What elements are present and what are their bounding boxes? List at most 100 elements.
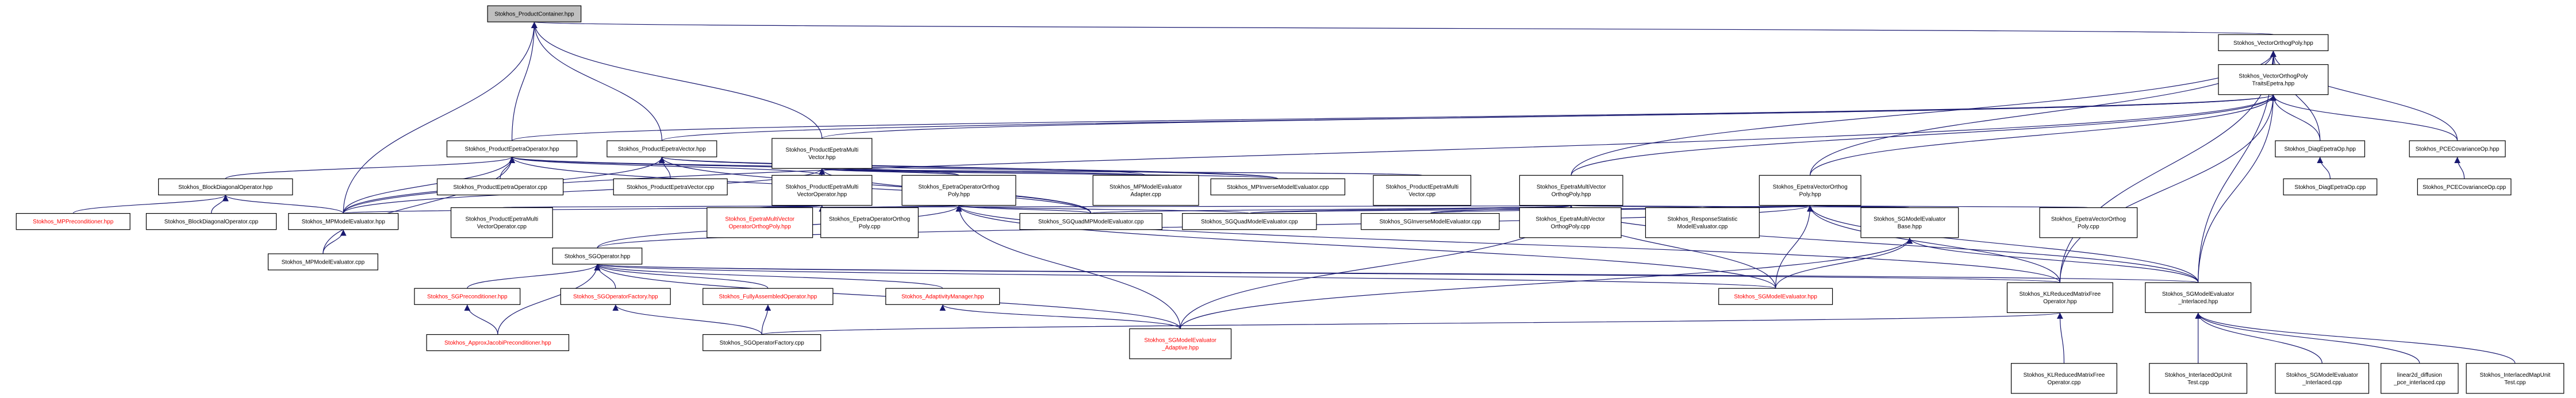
node-peop-box (446, 140, 578, 157)
node-sgmei[interactable]: Stokhos_SGModelEvaluator_Interlaced.hpp (2145, 282, 2252, 313)
node-bdocpp[interactable]: Stokhos_BlockDiagonalOperator.cpp (145, 213, 277, 230)
edge-bdo-to-mpprec (72, 194, 229, 214)
node-sgopf-label-line-0: Stokhos_SGOperatorFactory.hpp (573, 294, 658, 300)
node-evopcpp-label-line-0: Stokhos_EpetraVectorOrthog (2051, 217, 2126, 223)
edge-peop-to-mpme (343, 157, 515, 214)
edge-bdo-to-mpme (222, 194, 344, 214)
node-fao-label-line-0: Stokhos_FullyAssembledOperator.hpp (719, 294, 817, 300)
nodes-layer: Stokhos_ProductContainer.hppStokhos_Vect… (16, 5, 2565, 394)
edge-pemvo-to-mpme (343, 204, 824, 214)
edge-klr-to-klrcpp (2056, 312, 2065, 364)
node-emvop-box (1519, 175, 1623, 206)
node-sgopf[interactable]: Stokhos_SGOperatorFactory.hpp (560, 288, 671, 305)
node-klrcpp-box (2010, 363, 2117, 394)
node-mpme-label-line-0: Stokhos_MPModelEvaluator.hpp (302, 219, 386, 225)
node-sgmeicpp-label-line-1: _Interlaced.cpp (2302, 380, 2342, 386)
node-rsme[interactable]: Stokhos_ResponseStatisticModelEvaluator.… (1645, 207, 1760, 238)
node-vop[interactable]: Stokhos_VectorOrthogPoly.hpp (2218, 34, 2329, 51)
node-peop-label-line-0: Stokhos_ProductEpetraOperator.hpp (465, 146, 559, 153)
node-evop-label-line-0: Stokhos_EpetraVectorOrthog (1773, 184, 1848, 190)
node-klrcpp-label-line-1: Operator.cpp (2048, 380, 2081, 386)
node-sgmea-box (1129, 328, 1232, 360)
node-sgmeicpp[interactable]: Stokhos_SGModelEvaluator_Interlaced.cpp (2275, 363, 2370, 394)
node-vop-label-line-0: Stokhos_VectorOrthogPoly.hpp (2233, 40, 2313, 47)
node-pcecov[interactable]: Stokhos_PCECovarianceOp.hpp (2409, 140, 2506, 157)
edge-peop-to-bdo (225, 156, 515, 179)
node-sgop[interactable]: Stokhos_SGOperator.hpp (552, 248, 643, 265)
node-mpmecpp[interactable]: Stokhos_MPModelEvaluator.cpp (267, 253, 378, 271)
node-pcecov-box (2409, 140, 2506, 157)
node-peop[interactable]: Stokhos_ProductEpetraOperator.hpp (446, 140, 578, 157)
node-pemvocpp[interactable]: Stokhos_ProductEpetraMultiVectorOperator… (450, 207, 553, 238)
node-mpinv[interactable]: Stokhos_MPInverseModelEvaluator.cpp (1210, 178, 1346, 196)
node-emvoop-label-line-1: OperatorOrthogPoly.hpp (729, 224, 792, 230)
node-mpinv-box (1210, 178, 1346, 196)
edge-mpme-to-mpmecpp (323, 229, 347, 254)
node-sgme-box (1718, 288, 1833, 305)
node-diagop[interactable]: Stokhos_DiagEpetraOp.hpp (2275, 140, 2366, 157)
node-peopcpp-box (436, 178, 564, 196)
node-peopcpp[interactable]: Stokhos_ProductEpetraOperator.cpp (436, 178, 564, 196)
node-sgopfcpp[interactable]: Stokhos_SGOperatorFactory.cpp (702, 334, 821, 351)
node-sgmeb-label-line-1: Base.hpp (1898, 224, 1922, 230)
node-sgq[interactable]: Stokhos_SGQuadModelEvaluator.cpp (1182, 213, 1317, 230)
node-pemvo[interactable]: Stokhos_ProductEpetraMultiVectorOperator… (771, 175, 873, 206)
edge-root-to-pev (531, 22, 662, 141)
node-sgme[interactable]: Stokhos_SGModelEvaluator.hpp (1718, 288, 1833, 305)
edge-root-to-vop (533, 21, 2274, 35)
node-eoopcpp-label-line-1: Poly.cpp (859, 224, 881, 230)
node-rsme-label-line-1: ModelEvaluator.cpp (1677, 224, 1727, 230)
edge-klr-to-sgopfcpp (761, 312, 2063, 335)
edge-sgmei-to-sgmeicpp (2195, 312, 2322, 364)
node-mpma-box (1092, 175, 1199, 206)
node-pcecovcpp[interactable]: Stokhos_PCECovarianceOp.cpp (2417, 178, 2512, 196)
node-klr-label-line-0: Stokhos_KLReducedMatrixFree (2020, 291, 2101, 297)
node-emvoop[interactable]: Stokhos_EpetraMultiVectorOperatorOrthogP… (707, 207, 813, 238)
node-ajp[interactable]: Stokhos_ApproxJacobiPreconditioner.hpp (426, 334, 570, 351)
node-mpme[interactable]: Stokhos_MPModelEvaluator.hpp (288, 213, 399, 230)
node-sgqmp[interactable]: Stokhos_SGQuadMPModelEvaluator.cpp (1019, 213, 1162, 230)
node-sginv[interactable]: Stokhos_SGInverseModelEvaluator.cpp (1361, 213, 1500, 230)
edge-peop-to-mpinv (509, 156, 1279, 179)
node-am-label-line-0: Stokhos_AdaptivityManager.hpp (901, 294, 984, 300)
node-bdo[interactable]: Stokhos_BlockDiagonalOperator.hpp (158, 178, 293, 196)
node-klr-box (2006, 282, 2113, 313)
node-klr-label-line-1: Operator.hpp (2043, 299, 2077, 305)
node-sgme-label-line-0: Stokhos_SGModelEvaluator.hpp (1734, 294, 1817, 300)
node-sgprec[interactable]: Stokhos_SGPreconditioner.hpp (414, 288, 521, 305)
node-evopcpp-box (2039, 207, 2138, 238)
node-pev[interactable]: Stokhos_ProductEpetraVector.hpp (606, 140, 717, 157)
node-mpprec[interactable]: Stokhos_MPPreconditioner.hpp (16, 213, 130, 230)
node-sgop-label-line-0: Stokhos_SGOperator.hpp (565, 253, 631, 260)
node-sgmea[interactable]: Stokhos_SGModelEvaluator_Adaptive.hpp (1129, 328, 1232, 360)
node-pevcpp[interactable]: Stokhos_ProductEpetraVector.cpp (613, 178, 728, 196)
node-ajp-label-line-0: Stokhos_ApproxJacobiPreconditioner.hpp (444, 340, 551, 346)
node-lin2d[interactable]: linear2d_diffusion_pce_interlaced.cpp (2381, 363, 2459, 394)
node-diagopcpp-label-line-0: Stokhos_DiagEpetraOp.cpp (2294, 184, 2366, 191)
node-sgq-box (1182, 213, 1317, 230)
node-bdocpp-box (145, 213, 277, 230)
node-fao[interactable]: Stokhos_FullyAssembledOperator.hpp (702, 288, 834, 305)
edge-root-to-peop (511, 22, 538, 141)
node-bdo-box (158, 178, 293, 196)
node-klrcpp-label-line-0: Stokhos_KLReducedMatrixFree (2024, 372, 2105, 378)
node-am[interactable]: Stokhos_AdaptivityManager.hpp (885, 288, 1000, 305)
node-vop-box (2218, 34, 2329, 51)
node-diagopcpp[interactable]: Stokhos_DiagEpetraOp.cpp (2283, 178, 2378, 196)
edge-sgop-to-ajp (497, 264, 601, 335)
